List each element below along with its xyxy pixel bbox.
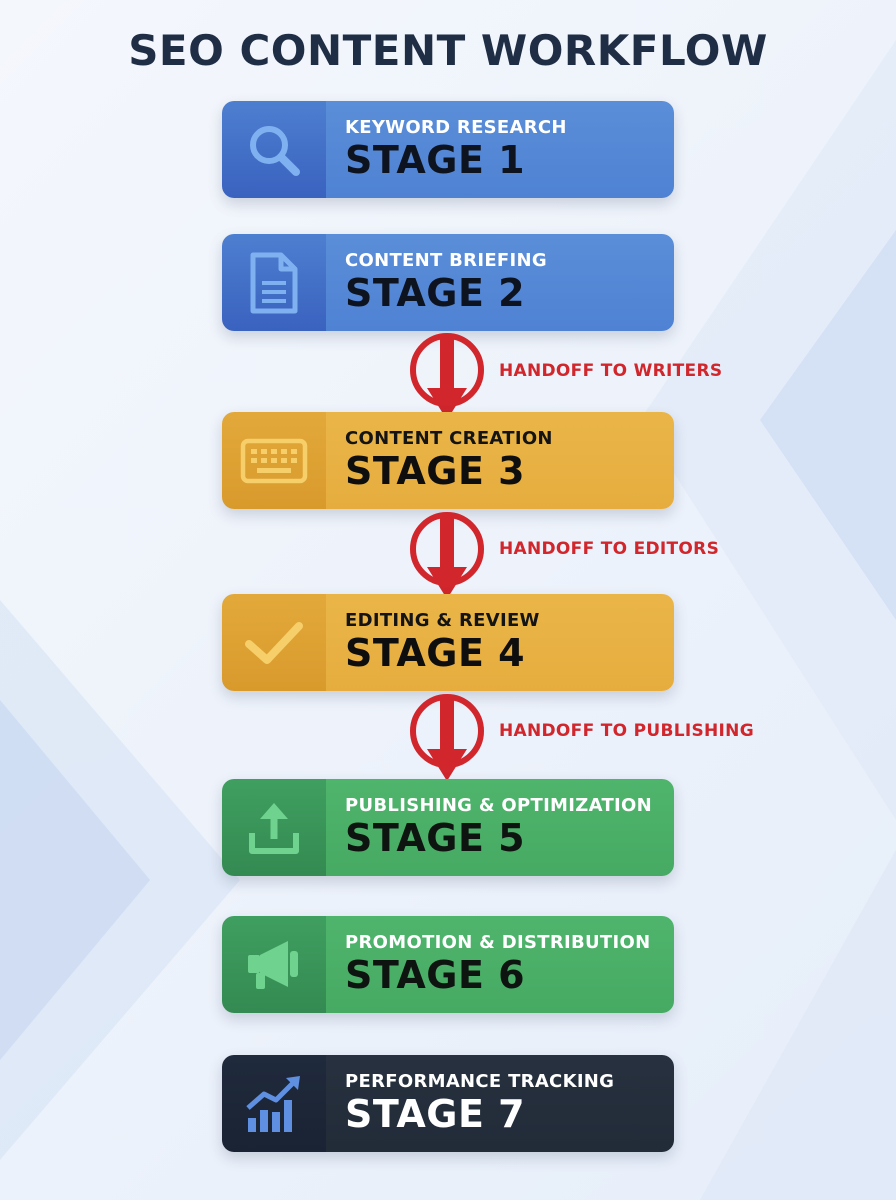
checkmark-icon <box>245 621 303 664</box>
document-icon <box>250 252 298 313</box>
page-title: SEO CONTENT WORKFLOW <box>128 26 768 75</box>
stage-3-subtitle: CONTENT CREATION <box>345 427 553 449</box>
stage-1-label: STAGE 1 <box>345 137 526 182</box>
stage-6-subtitle: PROMOTION & DISTRIBUTION <box>345 931 651 953</box>
upload-icon <box>249 802 299 854</box>
handoff-label-writers: HANDOFF TO WRITERS <box>499 361 723 381</box>
stage-4-label: STAGE 4 <box>345 630 526 675</box>
stage-5-card: PUBLISHING & OPTIMIZATION STAGE 5 <box>222 779 674 876</box>
stage-7-card: PERFORMANCE TRACKING STAGE 7 <box>222 1055 674 1152</box>
stage-2-card: CONTENT BRIEFING STAGE 2 <box>222 234 674 331</box>
stage-4-card: EDITING & REVIEW STAGE 4 <box>222 594 674 691</box>
stage-6-label: STAGE 6 <box>345 952 526 997</box>
stage-5-label: STAGE 5 <box>345 815 526 860</box>
stage-2-subtitle: CONTENT BRIEFING <box>345 249 547 271</box>
magnifier-icon <box>250 125 300 176</box>
growth-chart-icon <box>246 1075 300 1132</box>
stage-4-subtitle: EDITING & REVIEW <box>345 609 540 631</box>
stage-7-subtitle: PERFORMANCE TRACKING <box>345 1070 615 1092</box>
stage-3-card: CONTENT CREATION STAGE 3 <box>222 412 674 509</box>
handoff-arrow-icon <box>410 333 484 420</box>
keyboard-icon <box>240 438 308 483</box>
handoff-label-editors: HANDOFF TO EDITORS <box>499 539 720 559</box>
handoff-arrow-icon <box>410 694 484 781</box>
stage-7-label: STAGE 7 <box>345 1091 526 1136</box>
stage-5-subtitle: PUBLISHING & OPTIMIZATION <box>345 794 652 816</box>
megaphone-icon <box>248 940 298 989</box>
stage-1-subtitle: KEYWORD RESEARCH <box>345 116 567 138</box>
stage-3-label: STAGE 3 <box>345 448 526 493</box>
stage-2-label: STAGE 2 <box>345 270 526 315</box>
stage-6-card: PROMOTION & DISTRIBUTION STAGE 6 <box>222 916 674 1013</box>
handoff-label-publishing: HANDOFF TO PUBLISHING <box>499 721 754 741</box>
stage-1-card: KEYWORD RESEARCH STAGE 1 <box>222 101 674 198</box>
handoff-arrow-icon <box>410 512 484 599</box>
